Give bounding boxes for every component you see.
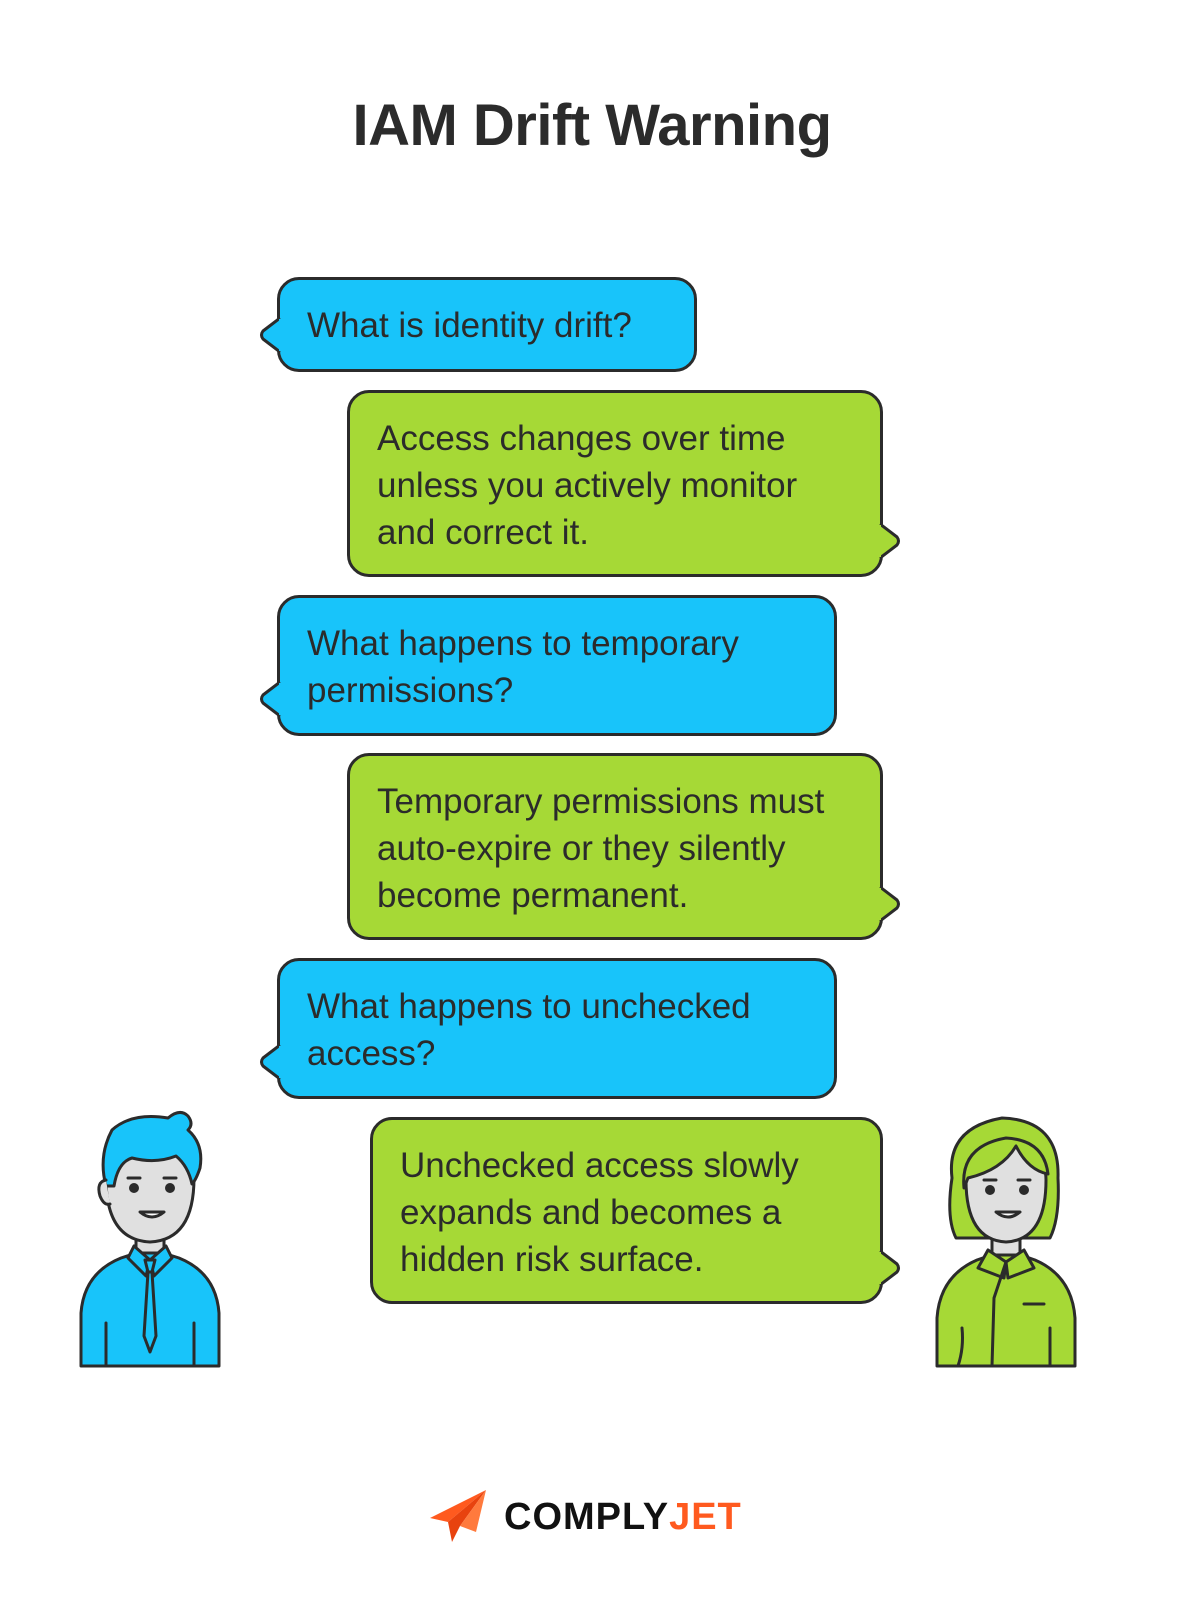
- answer-bubble-3: Unchecked access slowly expands and beco…: [370, 1117, 883, 1304]
- man-with-tie-icon: [79, 1111, 221, 1368]
- bubble-tail-left-3: [260, 1045, 282, 1079]
- bubble-tail-left-2: [260, 682, 282, 716]
- page-title: IAM Drift Warning: [352, 93, 832, 158]
- question-bubble-3: What happens to unchecked access?: [277, 958, 837, 1099]
- bubble-tail-left-1: [260, 318, 282, 352]
- paper-plane-icon: [430, 1490, 486, 1542]
- brand-name-part2: JET: [669, 1496, 742, 1538]
- answer-text-3: Unchecked access slowly expands and beco…: [400, 1146, 799, 1279]
- question-text-2: What happens to temporary permissions?: [307, 624, 739, 710]
- answer-text-1: Access changes over time unless you acti…: [377, 419, 798, 552]
- bubble-tail-right-3: [878, 1251, 900, 1285]
- question-text-1: What is identity drift?: [307, 306, 632, 345]
- question-bubble-2: What happens to temporary permissions?: [277, 595, 837, 736]
- question-text-3: What happens to unchecked access?: [307, 987, 751, 1073]
- answer-bubble-2: Temporary permissions must auto-expire o…: [347, 753, 883, 940]
- answer-text-2: Temporary permissions must auto-expire o…: [377, 782, 825, 915]
- brand-name-part1: COMPLY: [504, 1496, 670, 1538]
- answer-bubble-1: Access changes over time unless you acti…: [347, 390, 883, 577]
- bubble-tail-right-2: [878, 887, 900, 921]
- bubble-tail-right-1: [878, 524, 900, 558]
- brand-logo: COMPLYJET: [430, 1490, 756, 1546]
- brand-name: COMPLYJET: [504, 1496, 742, 1539]
- woman-icon: [935, 1116, 1077, 1368]
- question-bubble-1: What is identity drift?: [277, 277, 697, 372]
